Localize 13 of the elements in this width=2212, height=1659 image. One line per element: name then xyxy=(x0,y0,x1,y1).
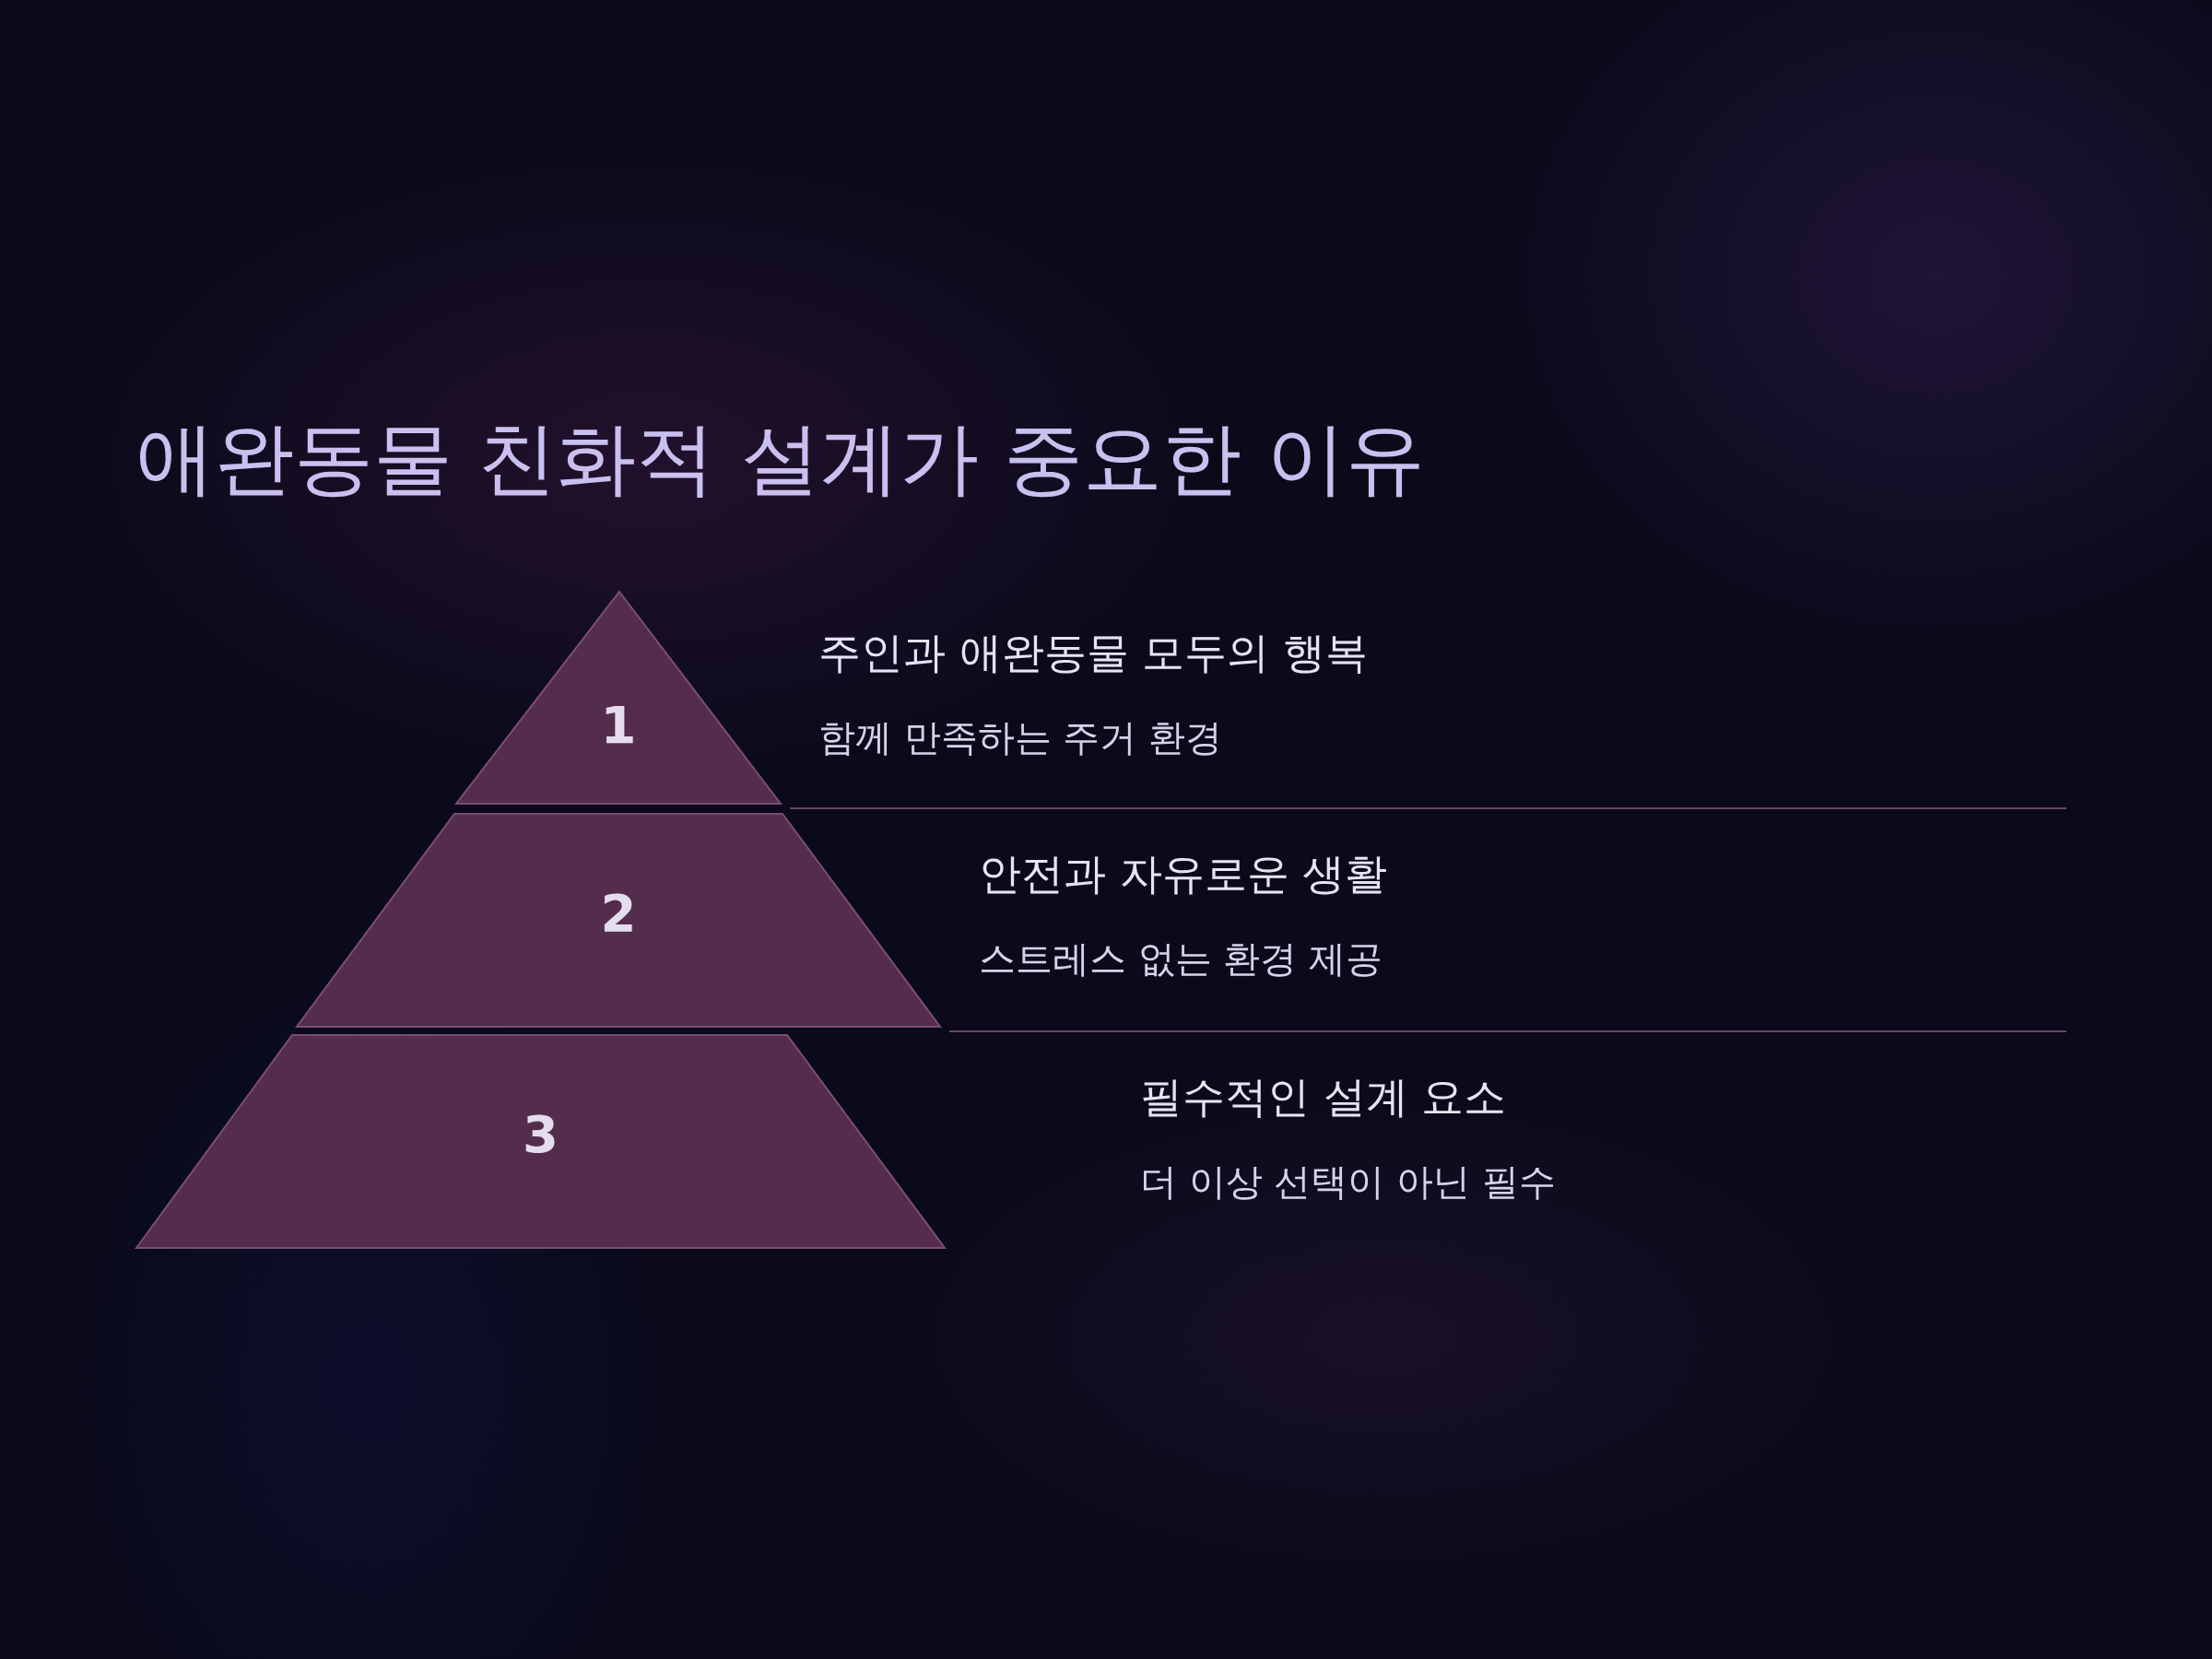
pyramid-tier xyxy=(135,1033,947,1250)
tier-number: 3 xyxy=(522,1103,559,1166)
tier-description: 스트레스 없는 환경 제공 xyxy=(979,936,1383,982)
pyramid-tier xyxy=(454,590,782,806)
tier-heading: 필수적인 설계 요소 xyxy=(1140,1071,1507,1124)
tier-number: 2 xyxy=(599,882,638,945)
tier-number: 1 xyxy=(599,694,638,757)
pyramid-tier xyxy=(295,812,942,1029)
tier-heading: 안전과 자유로운 생활 xyxy=(979,848,1388,900)
slide-title: 애완동물 친화적 설계가 중요한 이유 xyxy=(135,411,1426,506)
tier-description: 더 이상 선택이 아닌 필수 xyxy=(1140,1159,1556,1205)
tier-heading: 주인과 애완동물 모두의 행복 xyxy=(818,627,1368,679)
tier-description: 함께 만족하는 주거 환경 xyxy=(818,715,1223,760)
